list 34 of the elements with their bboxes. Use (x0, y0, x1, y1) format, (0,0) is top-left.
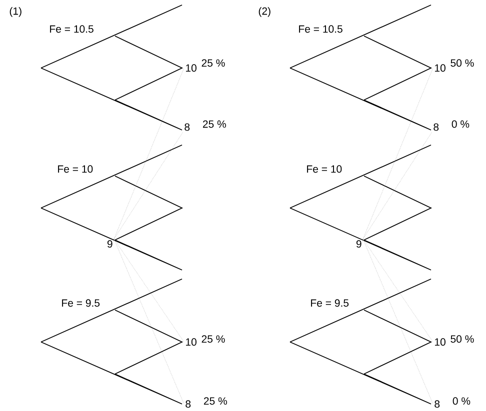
value-label: 10 (435, 338, 446, 346)
fe-label: Fe = 10.5 (50, 25, 94, 33)
value-label: 10 (186, 64, 196, 72)
dotted-line (114, 238, 184, 404)
value-label: 10 (435, 64, 446, 72)
percentage-label: 25 % (202, 120, 226, 128)
dotted-line (362, 238, 434, 342)
panel-number: (2) (258, 7, 270, 17)
percentage-label: 25 % (202, 335, 225, 343)
fe-label: Fe = 10 (58, 165, 93, 173)
percentage-label: 50 % (450, 335, 474, 343)
percentage-label: 0 % (452, 120, 470, 128)
dotted-line (114, 68, 184, 240)
dotted-line (362, 132, 432, 240)
percentage-label: 50 % (450, 59, 474, 67)
dotted-line (114, 238, 184, 342)
percentage-label: 25 % (204, 397, 227, 405)
percentage-label: 25 % (202, 59, 225, 67)
value-label: 9 (356, 240, 362, 248)
dotted-line (362, 68, 434, 240)
panel-number: (1) (10, 7, 22, 17)
value-label: 8 (184, 123, 190, 131)
value-label: 9 (107, 240, 112, 248)
dotted-line (114, 132, 184, 240)
fe-label: Fe = 9.5 (62, 299, 100, 307)
dotted-line (362, 238, 434, 404)
percentage-label: 0 % (452, 397, 470, 405)
fe-label: Fe = 10.5 (299, 25, 342, 33)
value-label: 10 (186, 338, 196, 346)
value-label: 8 (434, 400, 440, 408)
fe-label: Fe = 9.5 (311, 299, 349, 307)
value-label: 8 (186, 400, 191, 408)
fe-label: Fe = 10 (307, 165, 342, 173)
value-label: 8 (434, 123, 439, 131)
